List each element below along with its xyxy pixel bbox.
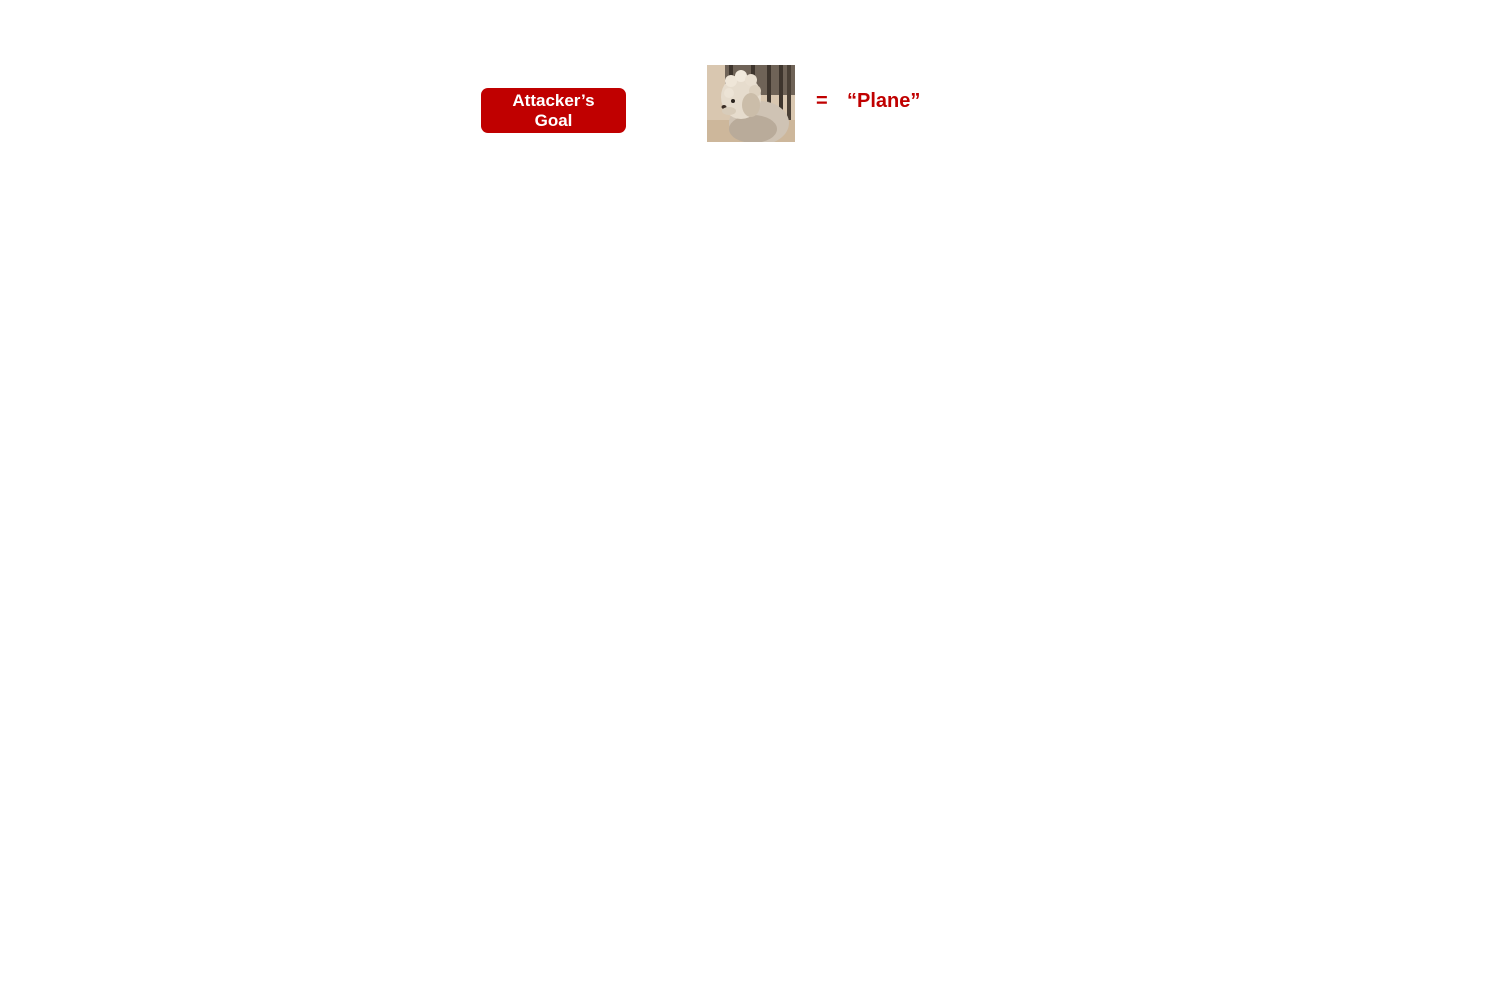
- goal-line-1: Attacker’s: [512, 90, 595, 110]
- equals-sign: =: [816, 90, 828, 112]
- goal-line-2: Goal: [534, 110, 573, 130]
- attackers-goal-badge: Attacker’s Goal: [481, 88, 626, 133]
- target-label: “Plane”: [847, 90, 921, 112]
- dog-photo: [707, 65, 795, 142]
